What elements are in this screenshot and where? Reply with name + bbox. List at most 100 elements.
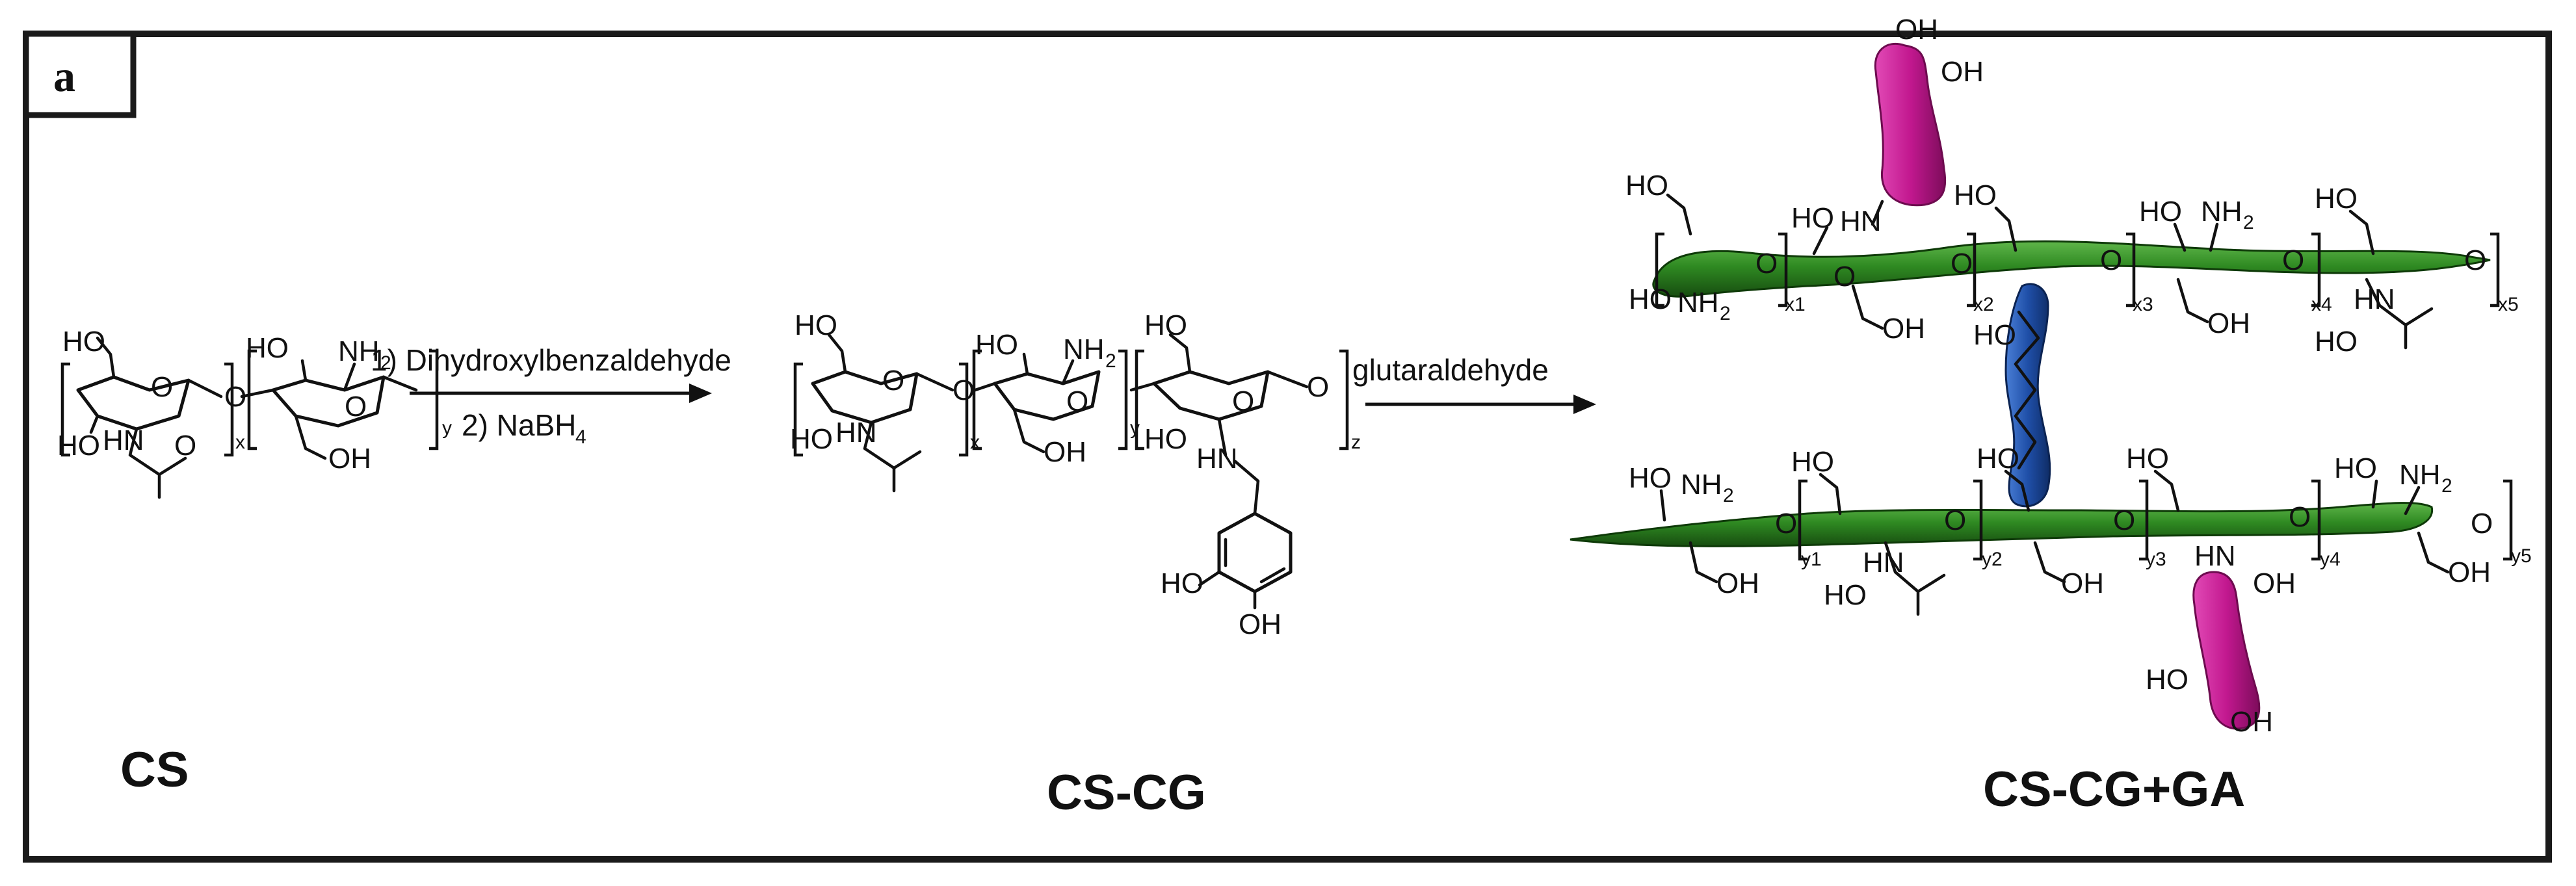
top-hn-2: HN: [2354, 283, 2395, 315]
bot-o-2: O: [1944, 504, 1966, 536]
top-o-3: O: [1951, 248, 1973, 280]
top-cat-oh-2: OH: [1941, 56, 1984, 88]
top-nh2-b-sub: 2: [1720, 303, 1731, 324]
bot-oh-3: OH: [2253, 567, 2296, 599]
cscg-ho-d: HO: [1144, 423, 1187, 455]
top-ho-4: HO: [2139, 196, 2182, 228]
cs-oh: OH: [328, 443, 371, 475]
cscg-nh2: NH: [1063, 333, 1105, 365]
top-hn: HN: [1840, 205, 1882, 237]
top-ho-b1: HO: [1629, 283, 1672, 315]
bot-oh-4: OH: [2448, 556, 2491, 588]
top-cat-oh-1: OH: [1895, 14, 1938, 46]
bot-o-5: O: [2471, 508, 2493, 540]
bot-nh2-sub: 2: [1723, 485, 1734, 506]
cs-ho-left: HO: [57, 430, 100, 462]
top-o-5: O: [2282, 244, 2304, 276]
top-ho-2: HO: [1791, 202, 1834, 234]
top-ho-3: HO: [1954, 179, 1997, 211]
top-nh2-sub: 2: [2243, 212, 2254, 233]
bot-sub-y4: y4: [2320, 549, 2341, 570]
bot-oh-2: OH: [2061, 567, 2104, 599]
cscg-structure: HO HO NH 2 HO HO HN OH HO HN HO OH x y z…: [790, 309, 1361, 640]
bot-nh2-b-sub: 2: [2441, 475, 2452, 497]
bot-nh2: NH: [1681, 469, 1722, 501]
cscg-o3: O: [1066, 385, 1088, 417]
bot-ho-2: HO: [1791, 446, 1834, 478]
cs-label: CS: [120, 742, 189, 798]
bot-hn: HN: [1863, 547, 1904, 579]
cs-o3: O: [345, 391, 367, 423]
top-o-4: O: [2100, 244, 2122, 276]
bot-ho-5: HO: [2334, 452, 2377, 484]
top-o-1: O: [1755, 248, 1778, 280]
reagent-line-2: 2) NaBH: [462, 408, 576, 442]
cs-sub-y: y: [442, 417, 452, 439]
cscg-ho-a: HO: [795, 309, 837, 341]
cs-ho-top: HO: [62, 326, 105, 358]
bot-sub-y2: y2: [1982, 549, 2003, 570]
cs-o2: O: [224, 381, 246, 413]
bot-hn-2: HN: [2194, 540, 2236, 572]
cs-hn: HN: [103, 424, 144, 456]
catechol-tube-top: [1874, 42, 1947, 207]
top-sub-x4: x4: [2311, 294, 2332, 315]
top-o-2: O: [1833, 261, 1856, 293]
cscg-ho-b: HO: [975, 329, 1018, 361]
bot-ho-1: HO: [1629, 462, 1672, 494]
cscg-o4: O: [1232, 385, 1254, 417]
reaction-arrow-1: 1) Dihydroxylbenzaldehyde 2) NaBH 4: [371, 343, 731, 448]
chain-tube-bottom: [1570, 502, 2434, 547]
cscg-cat-ho: HO: [1161, 567, 1203, 599]
bot-ho-b1: HO: [1824, 579, 1867, 611]
cscg-sub-z: z: [1351, 432, 1361, 453]
cs-ho-mid: HO: [246, 332, 289, 364]
top-ho-b2: HO: [1973, 319, 2016, 351]
cs-structure: HO HO NH 2 HO HN OH O O O O x y: [57, 326, 452, 499]
cscg-hn2: HN: [1196, 443, 1238, 475]
cscg-nh2-sub: 2: [1105, 350, 1116, 372]
top-sub-x5: x5: [2498, 294, 2519, 315]
top-nh2-b: NH: [1677, 287, 1719, 319]
figure-frame: [23, 31, 2552, 863]
catechol-tube-bottom: [2192, 571, 2261, 730]
cscg-oh: OH: [1044, 436, 1086, 468]
top-ho-1: HO: [1625, 170, 1668, 202]
bot-nh2-b: NH: [2399, 459, 2441, 491]
cscg-cat-oh: OH: [1239, 608, 1281, 640]
cs-nh2: NH: [338, 335, 380, 367]
cscg-ga-label: CS-CG+GA: [1983, 762, 2245, 817]
bot-cat-oh: OH: [2230, 706, 2273, 738]
cs-o4: O: [174, 430, 196, 462]
cscg-sub-y: y: [1130, 417, 1140, 439]
cscg-ho-c: HO: [1144, 309, 1187, 341]
cscg-label: CS-CG: [1047, 765, 1206, 820]
bot-sub-y1: y1: [1801, 549, 1822, 570]
cscg-o1: O: [882, 365, 904, 397]
bot-ho-3: HO: [1977, 443, 2019, 475]
top-ho-b3: HO: [2315, 326, 2358, 358]
bot-ho-4: HO: [2126, 443, 2169, 475]
cscg-o2: O: [953, 374, 975, 406]
top-ho-5: HO: [2315, 183, 2358, 215]
top-sub-x3: x3: [2133, 294, 2153, 315]
cscg-ho-left: HO: [790, 423, 833, 455]
top-nh2: NH: [2201, 196, 2242, 228]
reagent-line-1: 1) Dihydroxylbenzaldehyde: [371, 343, 731, 377]
cs-o1: O: [151, 371, 173, 403]
cscg-sub-x: x: [970, 432, 980, 453]
chain-tube-top: [1652, 240, 2491, 298]
top-sub-x2: x2: [1973, 294, 1994, 315]
top-sub-x1: x1: [1785, 294, 1806, 315]
cs-sub-x: x: [235, 432, 245, 453]
bot-oh-1: OH: [1716, 567, 1759, 599]
top-oh-2: OH: [2207, 307, 2250, 339]
top-o-6: O: [2464, 244, 2486, 276]
cs-nh2-sub: 2: [380, 352, 391, 374]
reaction-arrow-2: glutaraldehyde: [1352, 353, 1596, 414]
bot-o-4: O: [2289, 501, 2311, 533]
cscg-o5: O: [1307, 371, 1329, 403]
panel-label: a: [53, 51, 75, 101]
bot-o-3: O: [2113, 504, 2135, 536]
